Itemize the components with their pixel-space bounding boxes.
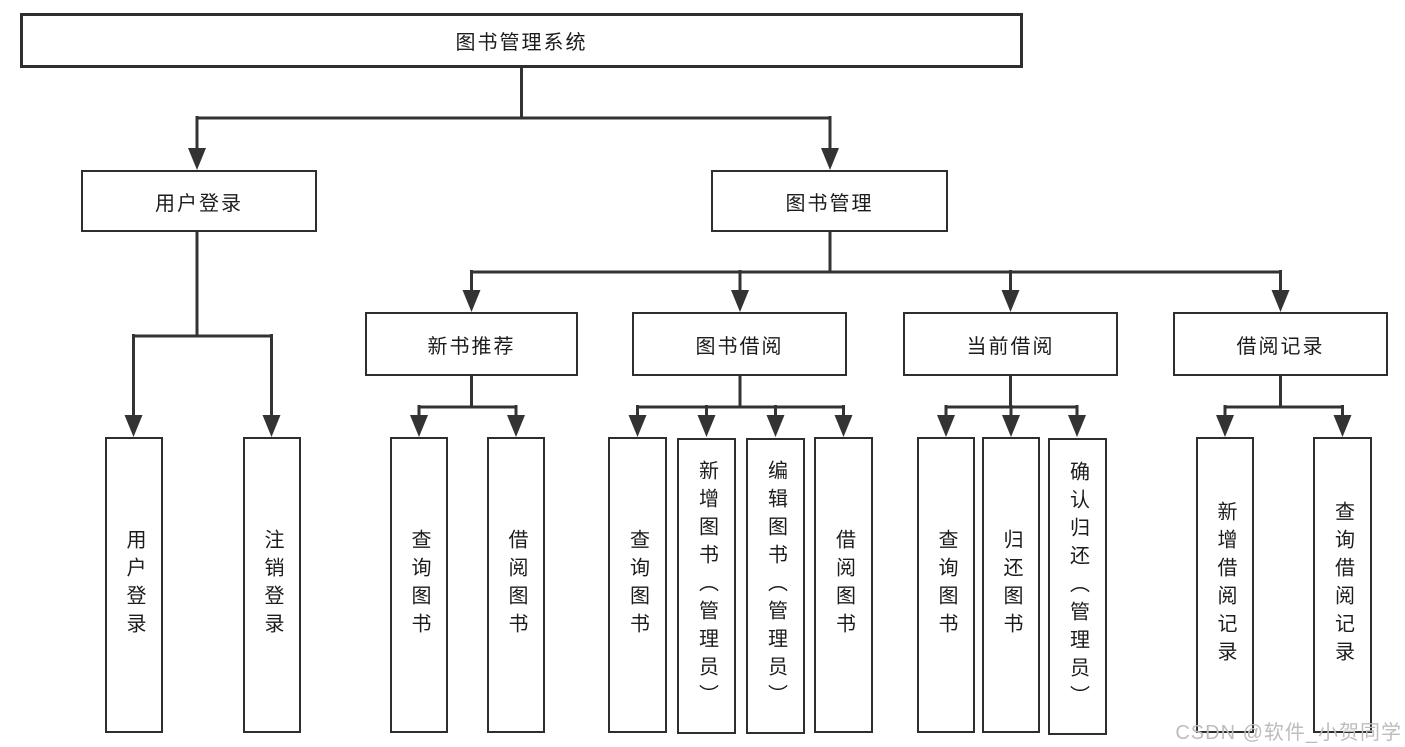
leaf-query-books-recommend: 查询图书 (390, 437, 448, 733)
leaf-return-books: 归还图书 (982, 437, 1040, 733)
node-library-management-system: 图书管理系统 (20, 13, 1023, 68)
leaf-query-books-current: 查询图书 (917, 437, 975, 733)
node-label: 确认归还（管理员） (1066, 460, 1089, 713)
node-label: 图书管理 (785, 192, 874, 215)
node-label: 查询图书 (408, 529, 430, 641)
node-label: 图书管理系统 (455, 32, 588, 54)
node-label: 用户登录 (123, 529, 145, 641)
node-label: 归还图书 (1000, 529, 1022, 641)
leaf-logout: 注销登录 (243, 437, 301, 733)
node-label: 注销登录 (261, 529, 283, 641)
node-label: 当前借阅 (966, 335, 1055, 358)
node-label: 编辑图书（管理员） (764, 460, 787, 712)
leaf-edit-books-admin: 编辑图书（管理员） (746, 438, 805, 734)
leaf-borrow-books-recommend: 借阅图书 (487, 437, 545, 733)
node-label: 借阅记录 (1236, 335, 1325, 358)
leaf-query-borrow-record: 查询借阅记录 (1313, 437, 1372, 733)
leaf-borrow-books: 借阅图书 (814, 437, 873, 733)
node-book-management: 图书管理 (711, 170, 948, 232)
node-book-borrowing: 图书借阅 (632, 312, 847, 376)
node-label: 查询图书 (935, 529, 957, 641)
node-label: 新增借阅记录 (1214, 501, 1236, 669)
leaf-confirm-return-admin: 确认归还（管理员） (1048, 438, 1107, 735)
node-label: 用户登录 (155, 192, 243, 215)
leaf-user-login: 用户登录 (105, 437, 163, 733)
node-label: 借阅图书 (832, 529, 855, 641)
leaf-add-borrow-record: 新增借阅记录 (1196, 437, 1254, 733)
leaf-query-books-borrowing: 查询图书 (608, 437, 667, 733)
node-label: 图书借阅 (695, 335, 784, 358)
node-label: 借阅图书 (505, 529, 527, 641)
node-new-book-recommend: 新书推荐 (365, 312, 578, 376)
node-user-login: 用户登录 (81, 170, 317, 232)
leaf-add-books-admin: 新增图书（管理员） (677, 438, 736, 734)
node-label: 查询图书 (626, 529, 649, 641)
node-label: 新书推荐 (427, 335, 516, 358)
csdn-watermark: CSDN @软件_小贺同学 (1175, 722, 1402, 744)
node-label: 新增图书（管理员） (695, 460, 718, 712)
node-borrowing-records: 借阅记录 (1173, 312, 1388, 376)
node-label: 查询借阅记录 (1331, 501, 1354, 669)
node-current-borrowing: 当前借阅 (903, 312, 1118, 376)
